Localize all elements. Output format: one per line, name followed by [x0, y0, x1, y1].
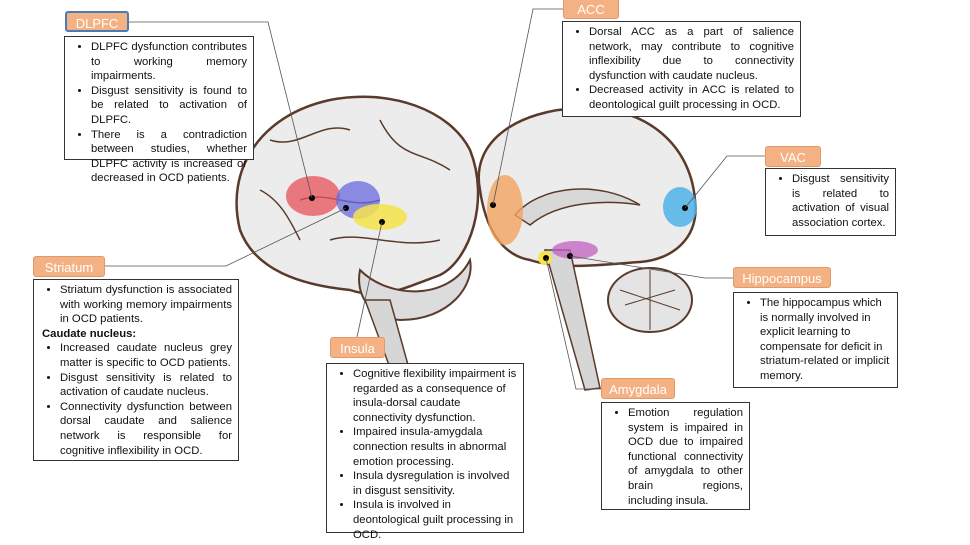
caudate-subheading: Caudate nucleus: [42, 327, 137, 340]
dlpfc-item: DLPFC dysfunction contributes to working… [91, 40, 247, 84]
dlpfc-item: There is a contradiction between studies… [91, 128, 247, 186]
amygdala-box: Emotion regulation system is impaired in… [601, 402, 750, 510]
hippocampus-highlight [552, 241, 598, 259]
insula-item: Insula is involved in deontological guil… [353, 498, 517, 542]
insula-tag: Insula [330, 337, 385, 358]
hippocampus-item: The hippocampus which is normally involv… [760, 296, 891, 384]
acc-tag: ACC [563, 0, 619, 19]
caudate-item: Connectivity dysfunction between dorsal … [60, 400, 232, 458]
caudate-item: Disgust sensitivity is related to activa… [60, 371, 232, 400]
caudate-item: Increased caudate nucleus grey matter is… [60, 341, 232, 370]
acc-box: Dorsal ACC as a part of salience network… [562, 21, 801, 117]
insula-box: Cognitive flexibility impairment is rega… [326, 363, 524, 541]
hippocampus-box: The hippocampus which is normally involv… [733, 292, 898, 388]
striatum-item: Striatum dysfunction is associated with … [60, 283, 232, 327]
vac-highlight [663, 187, 697, 227]
medial-brain [477, 106, 697, 391]
insula-highlight [353, 204, 407, 230]
striatum-tag: Striatum [33, 256, 105, 277]
vac-tag: VAC [765, 146, 821, 167]
acc-item: Dorsal ACC as a part of salience network… [589, 25, 794, 83]
amygdala-item: Emotion regulation system is impaired in… [628, 406, 743, 508]
connector-lines [104, 8, 765, 390]
hippocampus-tag: Hippocampus [733, 267, 831, 288]
amygdala-tag: Amygdala [601, 378, 675, 399]
dlpfc-tag: DLPFC [65, 11, 129, 32]
acc-highlight [487, 175, 523, 245]
vac-box: Disgust sensitivity is related to activa… [765, 168, 896, 236]
striatum-box: Striatum dysfunction is associated with … [33, 279, 239, 461]
dlpfc-box: DLPFC dysfunction contributes to working… [64, 36, 254, 184]
dlpfc-item: Disgust sensitivity is found to be relat… [91, 84, 247, 128]
insula-item: Cognitive flexibility impairment is rega… [353, 367, 517, 425]
insula-item: Insula dysregulation is involved in disg… [353, 469, 517, 498]
insula-item: Impaired insula-amygdala connection resu… [353, 425, 517, 469]
acc-item: Decreased activity in ACC is related to … [589, 83, 794, 112]
vac-item: Disgust sensitivity is related to activa… [792, 172, 889, 230]
